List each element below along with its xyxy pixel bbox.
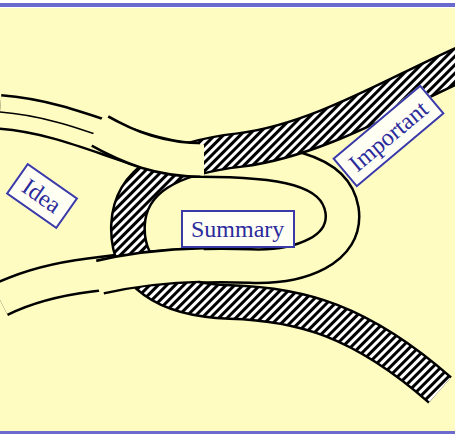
- plain-rope-over: [96, 129, 204, 278]
- top-rule: [0, 3, 455, 7]
- label-box: Summary: [181, 210, 295, 248]
- label-text: Summary: [191, 215, 285, 243]
- bottom-rule: [0, 431, 455, 434]
- hatched-rope: [128, 60, 455, 390]
